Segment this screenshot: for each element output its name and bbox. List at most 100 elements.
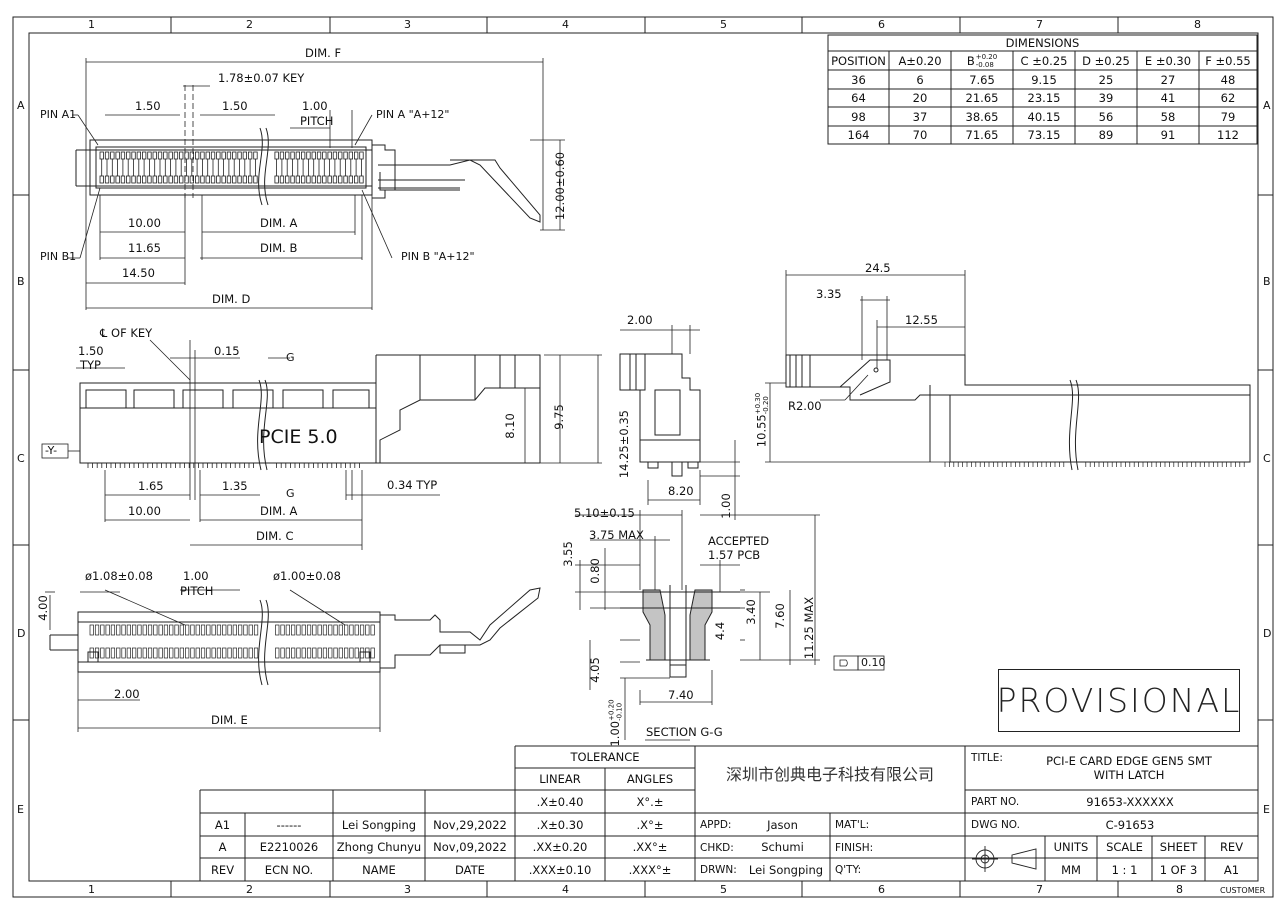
right-dim-1055-tol: +0.30-0.20 <box>754 393 770 414</box>
section-dim-100-value: 1.00 <box>608 720 623 747</box>
front-section-g-bottom: G <box>286 487 295 500</box>
dim-header-c: C ±0.25 <box>1020 53 1068 68</box>
zone-row-e: E <box>17 803 24 816</box>
right-dim-1255: 12.55 <box>905 313 938 327</box>
front-dim-015: 0.15 <box>214 344 240 358</box>
tolerance-title: TOLERANCE <box>570 750 640 764</box>
zone-col-8-bottom: 8 <box>1176 883 1183 896</box>
right-dim-245: 24.5 <box>865 261 891 275</box>
side-dim-820: 8.20 <box>668 484 694 498</box>
zone-row-a-right: A <box>1263 99 1271 112</box>
rev-header-rev: REV <box>210 862 235 877</box>
side-dim-200: 2.00 <box>627 313 653 327</box>
zone-col-7-bottom: 7 <box>1036 883 1043 896</box>
units-label: UNITS <box>1053 840 1089 854</box>
top-height-dim: 12.00±0.60 <box>553 151 568 221</box>
rev-header-ecn: ECN NO. <box>264 862 314 877</box>
tolerance-angle: .X°± <box>636 817 664 832</box>
rev-header-name: NAME <box>362 862 396 877</box>
zone-row-d: D <box>17 627 26 640</box>
top-dim-a: DIM. A <box>260 216 298 230</box>
tolerance-angles-header: ANGLES <box>626 772 674 786</box>
revision-date: Nov,09,2022 <box>433 840 507 854</box>
dim-header-b-letter: B <box>966 53 975 68</box>
top-dim-1165: 11.65 <box>128 241 161 255</box>
dim-cell: 39 <box>1098 91 1114 105</box>
tolerance-linear: .XX±0.20 <box>532 840 588 854</box>
revision-ecn: ------ <box>276 817 302 832</box>
dim-cell: 70 <box>912 128 928 142</box>
dim-cell: 58 <box>1160 109 1176 124</box>
section-dim-375: 3.75 MAX <box>589 528 644 542</box>
right-dim-1055-value: 10.55 <box>754 414 769 448</box>
section-dim-740: 7.40 <box>668 688 694 702</box>
dim-cell: 7.65 <box>969 72 995 87</box>
company-name: 深圳市创典电子科技有限公司 <box>725 765 934 784</box>
top-dim-1000: 10.00 <box>128 216 161 230</box>
section-dim-100-tol-up: +0.20 <box>607 699 616 721</box>
qty-label: Q'TY: <box>835 864 862 876</box>
revision-date: Nov,29,2022 <box>433 817 507 832</box>
dim-cell: 41 <box>1160 91 1176 105</box>
bottom-hole-1: ø1.08±0.08 <box>85 569 153 583</box>
section-dim-080: 0.80 <box>587 558 602 584</box>
zone-col-7: 7 <box>1036 18 1043 31</box>
bottom-hole-2: ø1.00±0.08 <box>273 569 341 583</box>
tolerance-angle: .XX°± <box>632 840 668 854</box>
top-dim-150-right: 1.50 <box>222 99 248 113</box>
top-pin-a-end-label: PIN A "A+12" <box>376 108 450 121</box>
finish-label: FINISH: <box>835 842 874 854</box>
units-value: MM <box>1061 862 1081 877</box>
section-accepted: ACCEPTED <box>708 534 770 548</box>
section-dim-100: 1.00+0.20-0.10 <box>608 699 624 746</box>
zone-row-d-right: D <box>1263 627 1272 640</box>
section-dim-760: 7.60 <box>772 603 787 629</box>
zone-row-b: B <box>17 275 25 288</box>
top-dim-b: DIM. B <box>260 241 298 255</box>
tolerance-angle: X°.± <box>636 794 664 809</box>
dim-cell: 40.15 <box>1027 109 1061 124</box>
section-dim-340: 3.40 <box>743 599 758 625</box>
front-datum-y: -Y- <box>45 444 58 457</box>
zone-col-5-bottom: 5 <box>720 883 727 896</box>
section-dim-1125: 11.25 MAX <box>802 596 817 660</box>
dim-cell: 64 <box>851 91 866 105</box>
dim-header-d: D ±0.25 <box>1082 53 1130 68</box>
customer-label: CUSTOMER <box>1220 886 1266 895</box>
title-line-2: WITH LATCH <box>1093 768 1165 782</box>
dimensions-table-title: DIMENSIONS <box>1005 36 1080 50</box>
zone-col-1-bottom: 1 <box>88 883 95 896</box>
top-pin-a1-label: PIN A1 <box>40 108 77 121</box>
title-line-1: PCI-E CARD EDGE GEN5 SMT <box>1046 754 1212 768</box>
zone-row-a: A <box>17 99 25 112</box>
dim-cell: 48 <box>1220 72 1236 87</box>
front-section-g-top: G <box>286 351 295 364</box>
front-typ: TYP <box>80 358 101 372</box>
dim-cell: 112 <box>1217 128 1239 142</box>
dwg-no-label: DWG NO. <box>971 819 1020 831</box>
front-dim-165: 1.65 <box>138 479 164 493</box>
provisional-stamp: PROVISIONAL <box>997 669 1240 732</box>
right-radius: R2.00 <box>788 399 822 413</box>
dim-cell: 20 <box>912 91 928 105</box>
zone-col-8: 8 <box>1194 18 1201 31</box>
dim-cell: 36 <box>851 72 866 87</box>
dim-header-f: F ±0.55 <box>1205 53 1251 68</box>
zone-col-3-bottom: 3 <box>404 883 411 896</box>
zone-col-2: 2 <box>246 18 253 31</box>
zone-col-6: 6 <box>878 18 885 31</box>
scale-label: SCALE <box>1106 840 1143 854</box>
dim-header-b: B +0.20 -0.08 <box>951 51 1013 70</box>
revision-name: Zhong Chunyu <box>336 840 422 854</box>
front-dim-810: 8.10 <box>502 413 517 439</box>
revision-rev: A1 <box>214 817 231 832</box>
section-dim-100-tol: +0.20-0.10 <box>608 699 624 720</box>
dim-cell: 73.15 <box>1027 128 1061 142</box>
bottom-dim-200: 2.00 <box>114 687 140 701</box>
top-dim-d: DIM. D <box>212 292 251 306</box>
material-label: MAT'L: <box>835 819 870 831</box>
section-dim-100-tol-dn: -0.10 <box>615 702 624 721</box>
dim-header-b-lower: -0.08 <box>975 60 994 69</box>
top-pitch-label: PITCH <box>300 114 334 128</box>
